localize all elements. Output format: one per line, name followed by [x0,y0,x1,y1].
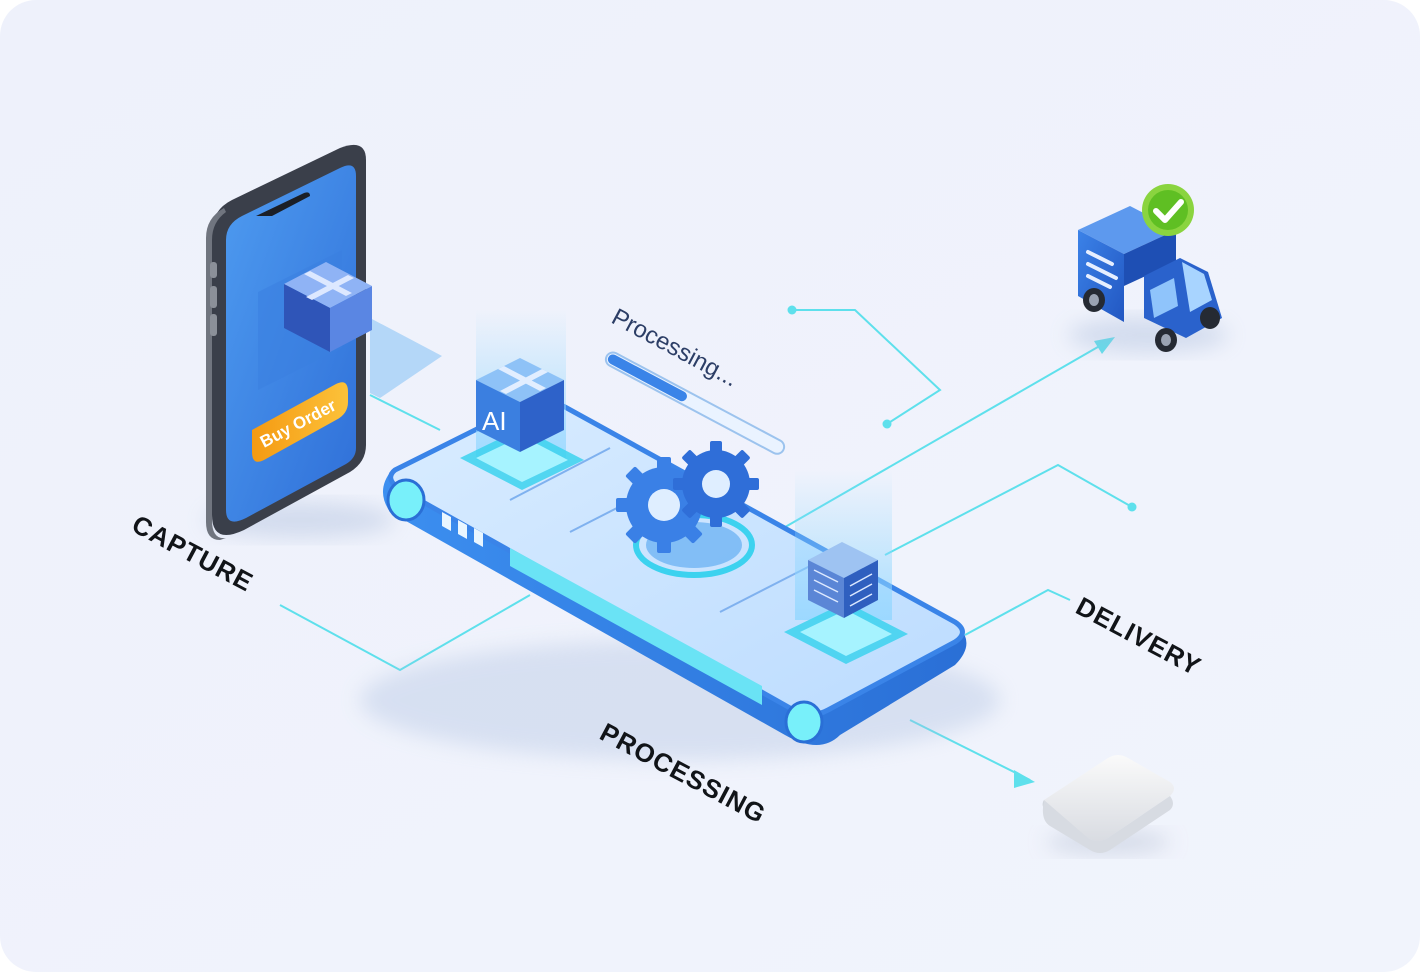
connector-dot [882,419,892,429]
connector-dot [1127,502,1137,512]
ai-box-icon: AI [476,358,564,452]
arrow-head-icon [1014,770,1035,788]
progress-fill [607,354,687,402]
phone-belt-connector [369,394,441,431]
status-connector [792,309,942,425]
delivery-connector-upper [884,463,1133,556]
capture-connector [279,594,531,672]
gears-icon [616,441,759,578]
package-box-icon [284,262,372,352]
output-tray-icon [1042,755,1174,854]
conveyor-pad [784,602,908,664]
delivery-connector-lower [964,588,1071,636]
conveyor-pad [460,428,584,490]
ai-box-label: AI [482,406,507,436]
connector-lines [279,309,1133,781]
connector-dot [787,305,797,315]
delivery-truck-icon [1068,206,1228,353]
check-badge-icon [1142,184,1194,236]
circuit-chip-icon [808,542,878,618]
processing-progress-bar [604,351,786,455]
